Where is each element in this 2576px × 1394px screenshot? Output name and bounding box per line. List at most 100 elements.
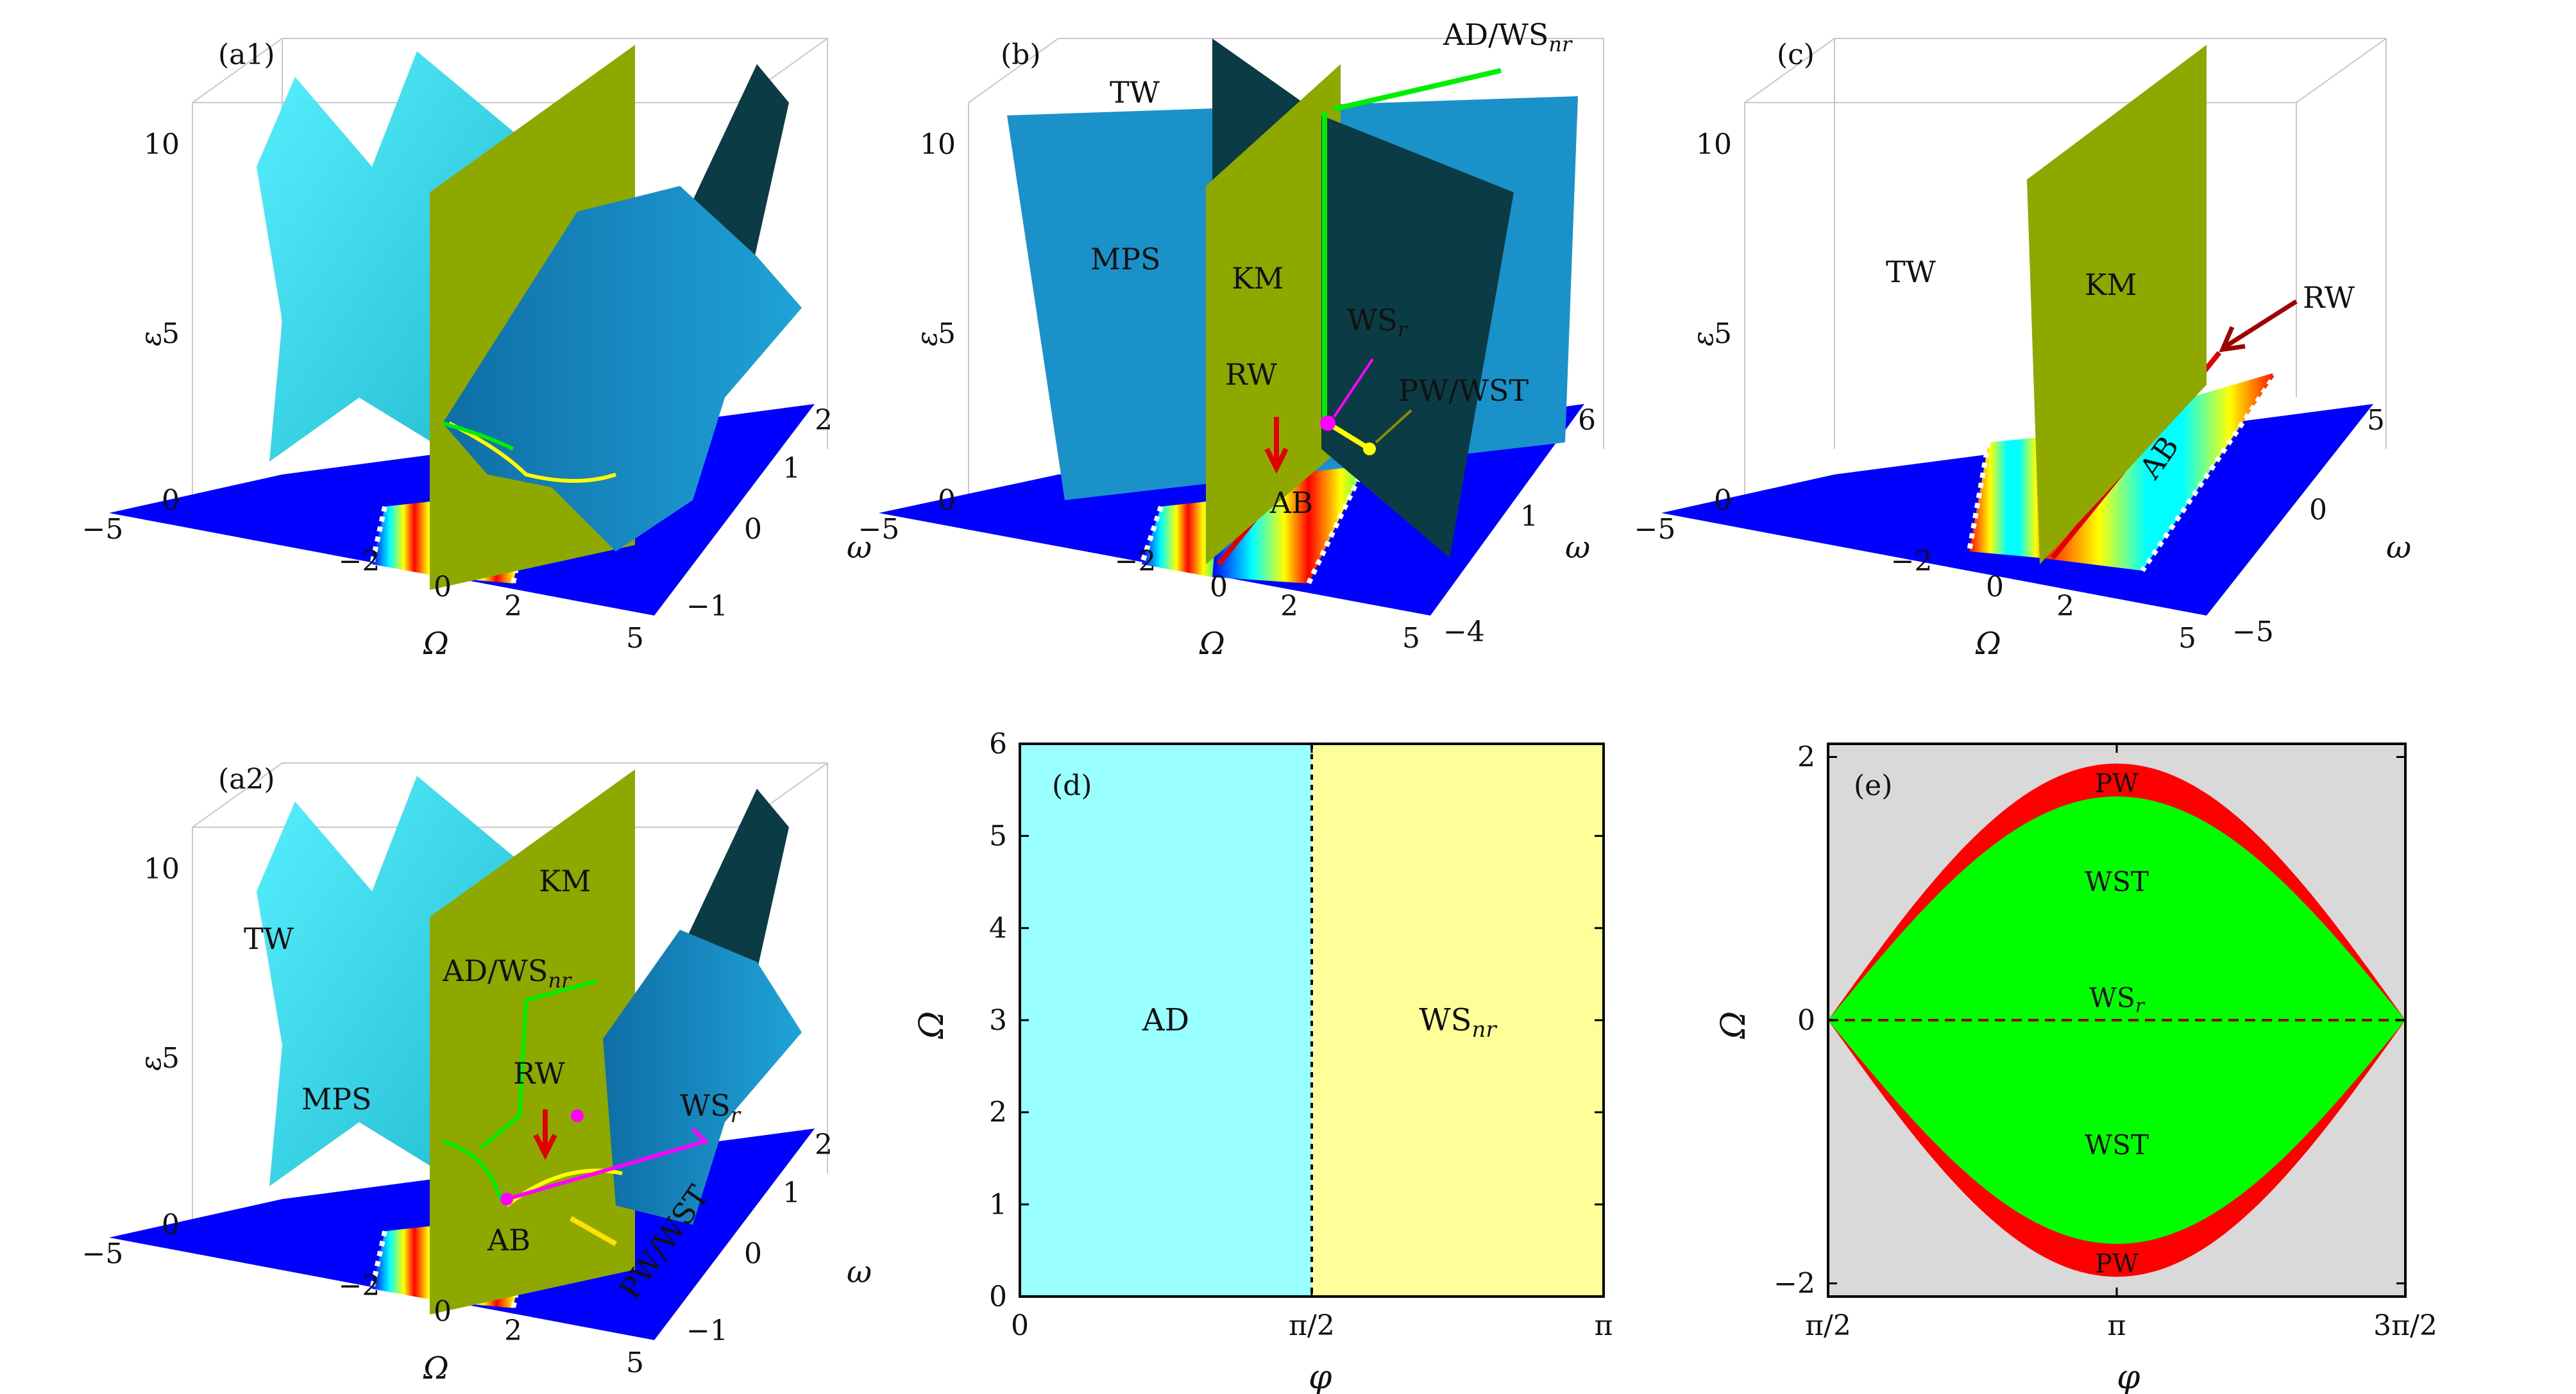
z-tick: 5 — [162, 1042, 180, 1075]
ad-ws-sub: nr — [1548, 32, 1573, 56]
y-axis-label: Ω — [913, 1011, 951, 1039]
region-label-ws-nr: WSnr — [1419, 1002, 1497, 1043]
x-tick-label: 0 — [1011, 1309, 1029, 1342]
ws-r-point — [571, 1109, 584, 1122]
y-tick: −1 — [686, 590, 728, 623]
annotation-mps: MPS — [1090, 242, 1161, 276]
region-ws-nr — [1312, 744, 1604, 1297]
x-tick-label: π — [1595, 1309, 1613, 1342]
y-axis: 6 1 −4 — [1443, 404, 1596, 648]
y-axis: −202 — [1774, 741, 2405, 1300]
y-tick: 2 — [815, 404, 833, 437]
bounding-box — [968, 38, 1604, 500]
x-axis-label: Ω — [1975, 626, 2001, 662]
label-ws-r: WSr — [2089, 982, 2146, 1017]
x-tick: 5 — [626, 1347, 644, 1379]
heatmap-region-left — [372, 500, 443, 577]
panel-b: (b) TW MPS KM RW AB PW/WST WSr AD/WSnr 1… — [858, 17, 1604, 662]
z-axis-label: ε — [135, 331, 167, 346]
x-tick-label: π/2 — [1289, 1309, 1335, 1342]
yellow-line — [1326, 421, 1371, 451]
x-tick: 0 — [1986, 571, 2004, 603]
x-tick-label: π — [2108, 1309, 2126, 1342]
green-curve — [442, 421, 514, 451]
x-axis: −5 −2 0 2 5 — [1634, 513, 2196, 655]
annotation-mps: MPS — [301, 1082, 372, 1116]
y-tick: 0 — [2309, 494, 2327, 526]
x-tick: −2 — [339, 545, 380, 578]
annotation-ab: AB — [1269, 485, 1313, 520]
z-axis-label: ε — [1687, 331, 1720, 346]
x-axis: −5 −2 0 2 5 — [82, 1238, 644, 1379]
y-tick: 2 — [815, 1129, 833, 1161]
region-label-ad: AD — [1142, 1002, 1189, 1038]
rw-arrow — [533, 1109, 557, 1160]
z-axis: 10 5 0 — [144, 853, 180, 1241]
y-tick-label: 2 — [989, 1096, 1007, 1129]
ad-ws-base: AD/WS — [1443, 17, 1548, 52]
x-axis-label: Ω — [1199, 626, 1225, 662]
y-tick-label: 0 — [1797, 1004, 1815, 1037]
annotation-tw: TW — [1110, 75, 1160, 110]
ws-r-point — [500, 1193, 513, 1205]
x-tick: 5 — [626, 622, 644, 655]
z-axis-label: ε — [911, 331, 944, 346]
panel-a1: (a1) 10 5 0 ε −5 −2 0 2 5 Ω 2 1 0 −1 ω — [82, 38, 872, 662]
x-tick: 5 — [2178, 622, 2196, 655]
rw-arrow — [2219, 299, 2298, 353]
annotation-rw: RW — [1225, 357, 1278, 392]
km-plane — [1206, 64, 1341, 564]
y-axis-label: Ω — [1715, 1011, 1753, 1039]
heatmap-region-left — [1969, 436, 2053, 558]
boundary-dotted — [1967, 442, 1991, 552]
panel-label: (c) — [1777, 38, 1815, 71]
rw-arrow — [1264, 417, 1289, 474]
y-tick: 6 — [1578, 404, 1596, 437]
ws-sub: nr — [1472, 1017, 1498, 1043]
y-tick: −1 — [686, 1314, 728, 1347]
heatmap-region-right — [1212, 449, 1373, 584]
y-tick: −5 — [2232, 616, 2274, 648]
ws-r-point — [1320, 416, 1335, 431]
panel-label: (d) — [1052, 769, 1092, 802]
y-tick: 5 — [2367, 404, 2385, 437]
x-axis-label: φ — [1309, 1358, 1332, 1394]
x-axis: −5 −2 0 2 5 — [858, 513, 1420, 655]
region-ad — [1020, 744, 1312, 1297]
y-tick-label: 6 — [989, 728, 1007, 760]
z-tick: 10 — [144, 853, 180, 886]
annotation-tw: TW — [244, 921, 294, 956]
ws-base: WS — [680, 1088, 731, 1123]
ws-base: WS — [1419, 1002, 1471, 1038]
x-tick: −5 — [82, 1238, 124, 1270]
ws-sub: r — [2135, 995, 2146, 1017]
steelblue-surface — [443, 186, 802, 551]
x-tick: 0 — [1210, 571, 1228, 603]
annotation-km: KM — [1232, 261, 1284, 296]
heatmap-region-ab — [2040, 372, 2277, 571]
x-tick: 2 — [1280, 590, 1298, 623]
yellow-curve — [448, 421, 616, 483]
y-axis: 2 1 0 −1 — [686, 1129, 833, 1347]
y-tick: 1 — [1520, 500, 1538, 533]
y-axis: 5 0 −5 — [2232, 404, 2385, 648]
z-axis: 10 5 0 — [144, 128, 180, 517]
y-tick-label: 5 — [989, 820, 1007, 853]
panel-label: (a2) — [218, 763, 275, 796]
annotation-ws-r: WSr — [680, 1088, 741, 1127]
z-tick: 5 — [938, 317, 956, 350]
y-tick-label: 1 — [989, 1188, 1007, 1221]
x-tick: 2 — [504, 590, 522, 623]
bounding-box — [192, 762, 828, 1225]
y-tick: 0 — [744, 513, 762, 546]
y-tick: 1 — [783, 452, 801, 485]
km-plane — [2027, 45, 2207, 564]
pw-pointer — [1375, 409, 1412, 444]
y-axis-label: ω — [1565, 530, 1590, 566]
z-tick: 5 — [162, 317, 180, 350]
y-tick-label: 3 — [989, 1004, 1007, 1037]
z-axis-label: ε — [135, 1055, 167, 1071]
